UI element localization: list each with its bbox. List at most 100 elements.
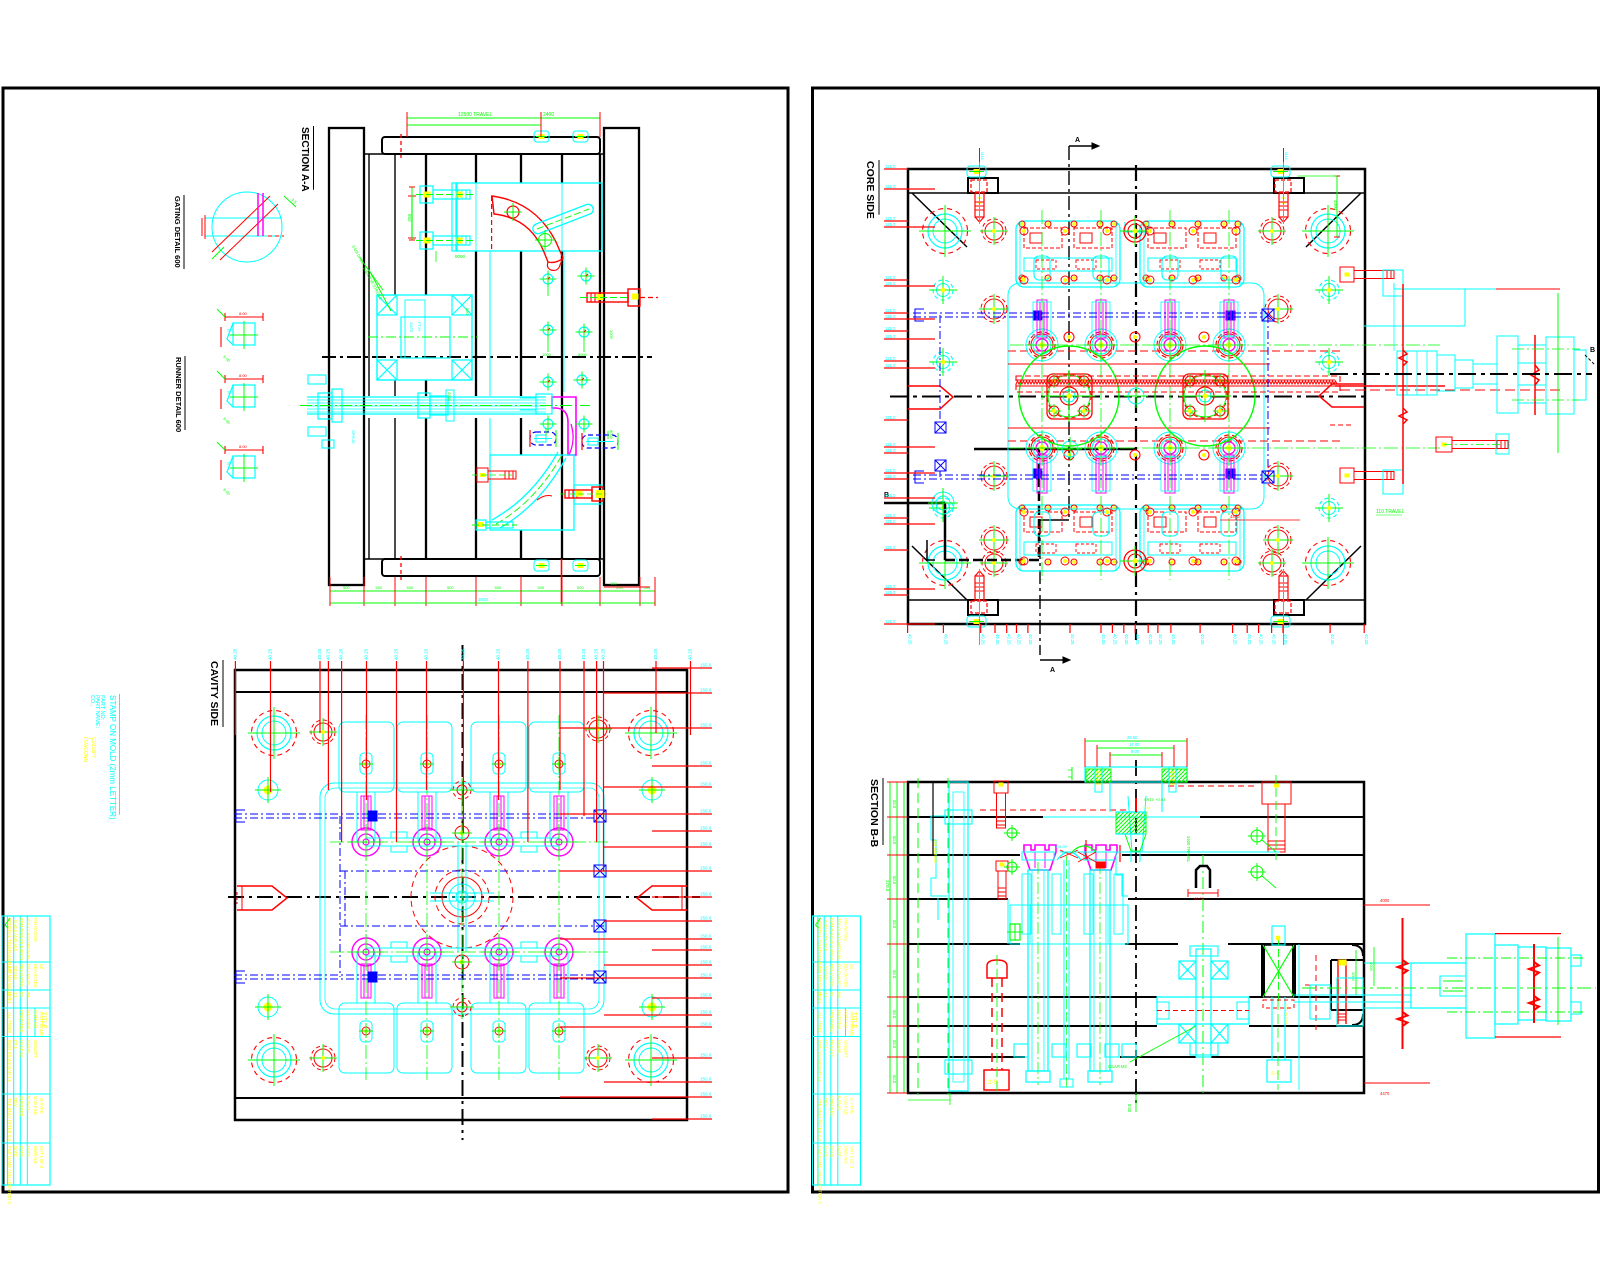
svg-text:150.0: 150.0 xyxy=(700,945,712,950)
svg-text:CO.,: CO., xyxy=(89,695,95,707)
svg-text:125.0: 125.0 xyxy=(885,308,896,313)
svg-text:8.00: 8.00 xyxy=(1131,749,1140,754)
svg-text:DATE: DATE xyxy=(830,1146,835,1157)
svg-text:40.25: 40.25 xyxy=(1135,634,1140,645)
svg-text:6.00: 6.00 xyxy=(222,354,232,364)
svg-text:P/N RATING: P/N RATING xyxy=(33,918,38,942)
svg-text:55: 55 xyxy=(19,992,24,997)
svg-text:SR10 +0.03: SR10 +0.03 xyxy=(1144,797,1166,802)
svg-text:G0318PT: G0318PT xyxy=(33,1040,38,1058)
svg-text:50.0: 50.0 xyxy=(892,1040,897,1049)
svg-text:DATE: DATE xyxy=(824,1146,829,1157)
svg-text:NO GB1230: NO GB1230 xyxy=(933,840,938,863)
svg-text:500: 500 xyxy=(538,585,545,590)
svg-text:CAD FILE: CAD FILE xyxy=(844,1096,849,1115)
svg-text:CHECKED: CHECKED xyxy=(19,1096,24,1116)
svg-text:40.25: 40.25 xyxy=(943,634,948,645)
svg-text:125.0: 125.0 xyxy=(885,474,896,479)
svg-text:X2: X2 xyxy=(850,964,855,970)
svg-text:125.0: 125.0 xyxy=(885,334,896,339)
svg-text:PREPARED: PREPARED xyxy=(830,1010,835,1033)
svg-text:40.25: 40.25 xyxy=(1017,634,1022,645)
svg-text:150.0: 150.0 xyxy=(700,1053,712,1058)
svg-text:125.0: 125.0 xyxy=(885,275,896,280)
svg-text:4000: 4000 xyxy=(1380,898,1390,903)
svg-text:4000: 4000 xyxy=(1333,200,1338,211)
svg-text:125.0: 125.0 xyxy=(885,590,896,595)
svg-text:50.0: 50.0 xyxy=(892,876,897,885)
svg-text:REL DATES: REL DATES xyxy=(830,964,835,987)
svg-text:150.0: 150.0 xyxy=(700,934,712,939)
svg-text:R: R xyxy=(226,329,231,332)
svg-text:40.25: 40.25 xyxy=(1330,634,1335,645)
svg-text:110 TRAVEL: 110 TRAVEL xyxy=(1376,509,1405,515)
svg-text:40.25: 40.25 xyxy=(339,648,344,660)
svg-text:40.25: 40.25 xyxy=(581,648,586,660)
svg-text:500: 500 xyxy=(343,585,350,590)
svg-text:6.00: 6.00 xyxy=(222,487,232,497)
svg-text:500: 500 xyxy=(376,585,383,590)
svg-text:PREPARED: PREPARED xyxy=(19,1010,24,1033)
svg-text:12500 TRAVEL: 12500 TRAVEL xyxy=(458,112,493,118)
svg-text:50.0: 50.0 xyxy=(892,800,897,809)
svg-text:40.00: 40.00 xyxy=(1194,896,1205,901)
svg-text:40.25: 40.25 xyxy=(424,648,429,660)
svg-text:EDA RATES: EDA RATES xyxy=(844,964,849,987)
svg-text:125.0: 125.0 xyxy=(885,545,896,550)
svg-text:A: A xyxy=(1075,137,1080,144)
svg-text:125.0: 125.0 xyxy=(885,216,896,221)
svg-text:FILE NAME AND LOCATION X: FILE NAME AND LOCATION X xyxy=(7,1146,12,1204)
svg-text:150.0: 150.0 xyxy=(700,761,712,766)
svg-text:EDM RADIUS 0.3MAX: EDM RADIUS 0.3MAX xyxy=(19,918,24,961)
svg-text:150.0: 150.0 xyxy=(700,1092,712,1097)
svg-text:SHT 1 OF 2: SHT 1 OF 2 xyxy=(39,1146,44,1169)
svg-text:40.25: 40.25 xyxy=(325,648,330,660)
svg-text:DWG SCALE BAR 1:1: DWG SCALE BAR 1:1 xyxy=(7,1040,12,1083)
svg-text:40.25: 40.25 xyxy=(232,648,237,660)
svg-text:6.00: 6.00 xyxy=(222,416,232,426)
svg-text:NAK80: NAK80 xyxy=(26,1040,31,1054)
svg-text:40.25: 40.25 xyxy=(1070,634,1075,645)
svg-text:1000: 1000 xyxy=(609,330,614,340)
svg-text:EDM RADIUS 0.3MAX: EDM RADIUS 0.3MAX xyxy=(830,918,835,961)
svg-text:500: 500 xyxy=(407,585,414,590)
svg-text:8%: 8% xyxy=(837,992,842,998)
svg-text:G-TYPE: G-TYPE xyxy=(850,1098,855,1114)
svg-text:PART NO: PART NO xyxy=(844,1010,849,1029)
svg-text:1000: 1000 xyxy=(542,352,552,357)
svg-text:40.25: 40.25 xyxy=(1158,634,1163,645)
svg-text:40.25: 40.25 xyxy=(1007,634,1012,645)
svg-text:125.0: 125.0 xyxy=(885,184,896,189)
svg-text:40.25: 40.25 xyxy=(1171,634,1176,645)
svg-text:PT-1: PT-1 xyxy=(13,1040,18,1050)
svg-text:150.0: 150.0 xyxy=(700,1077,712,1082)
svg-text:125.0: 125.0 xyxy=(885,448,896,453)
svg-text:FOXCONN: FOXCONN xyxy=(82,737,88,762)
svg-text:A: A xyxy=(1050,667,1055,674)
svg-text:125.0: 125.0 xyxy=(885,326,896,331)
svg-text:8000: 8000 xyxy=(455,254,466,259)
svg-text:BS CHASE: BS CHASE xyxy=(26,964,31,985)
svg-text:150: 150 xyxy=(610,581,617,586)
svg-text:FILE NAME AND LOCATION X: FILE NAME AND LOCATION X xyxy=(818,1146,823,1204)
svg-text:PT-1: PT-1 xyxy=(824,1040,829,1050)
svg-text:GENERAL TOLERANCE X.X: GENERAL TOLERANCE X.X xyxy=(7,918,12,973)
svg-text:40.25: 40.25 xyxy=(268,648,273,660)
svg-text:TITLE: TITLE xyxy=(851,1012,857,1028)
svg-text:40.25: 40.25 xyxy=(1272,634,1277,645)
svg-text:29.50: 29.50 xyxy=(1127,735,1138,740)
svg-text:125.0: 125.0 xyxy=(885,468,896,473)
svg-text:DWG SCALE BAR 1:1: DWG SCALE BAR 1:1 xyxy=(818,1040,823,1083)
svg-text:P-M: P-M xyxy=(1143,805,1150,810)
svg-text:150.0: 150.0 xyxy=(700,973,712,978)
svg-text:40.25: 40.25 xyxy=(317,648,322,660)
svg-text:40.25: 40.25 xyxy=(1124,634,1129,645)
svg-text:150.0: 150.0 xyxy=(700,960,712,965)
svg-text:PART NAME:: PART NAME: xyxy=(94,695,100,728)
svg-text:R: R xyxy=(226,391,231,394)
svg-text:125.0: 125.0 xyxy=(885,222,896,227)
svg-text:150.0: 150.0 xyxy=(700,1022,712,1027)
svg-text:150.0: 150.0 xyxy=(700,782,712,787)
svg-text:M16: M16 xyxy=(980,152,985,161)
svg-text:150.0: 150.0 xyxy=(700,1010,712,1015)
